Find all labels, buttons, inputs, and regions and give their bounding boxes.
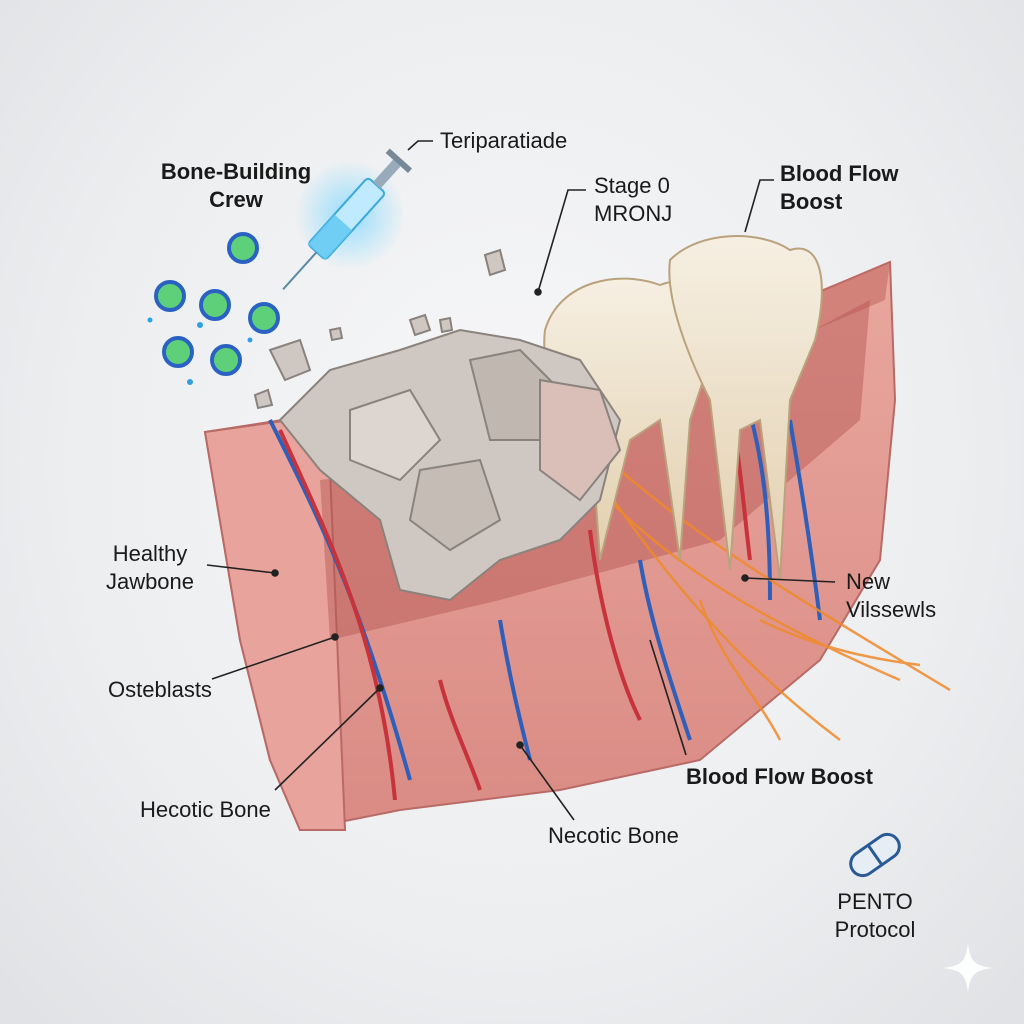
syringe-icon [282, 148, 413, 290]
osteoblast-cells [147, 232, 280, 385]
label-line: Jawbone [105, 569, 195, 594]
label-line: Crew [209, 187, 263, 212]
label-line: Bone-Building [160, 159, 312, 184]
label-line: Stage 0 [594, 173, 670, 198]
leader-lines [206, 140, 836, 821]
label-line: Vilssewls [846, 597, 937, 622]
sparkle-icon [944, 944, 992, 992]
pill-icon [849, 832, 901, 878]
label-new-vessels: New Vilssewls [846, 568, 936, 624]
necrotic-bone-rubble [253, 248, 622, 602]
label-necotic-bone: Necotic Bone [548, 823, 679, 848]
label-pento-protocol: PENTO Protocol [815, 888, 935, 944]
label-healthy-jawbone: Healthy Jawbone [90, 540, 210, 596]
label-blood-flow-boost-bottom: Blood Flow Boost [686, 764, 873, 789]
label-hecotic-bone: Hecotic Bone [140, 797, 271, 822]
label-bone-building-crew: Bone-Building Crew [136, 158, 336, 214]
label-line: New [846, 569, 891, 594]
label-line: Protocol [834, 917, 916, 942]
label-osteoblasts: Osteblasts [108, 677, 212, 702]
label-blood-flow-boost-top: Blood Flow Boost [780, 160, 899, 216]
molar-teeth [543, 235, 823, 581]
label-line: Blood Flow [780, 161, 899, 186]
label-line: Boost [780, 189, 843, 214]
label-stage-0-mronj: Stage 0 MRONJ [594, 172, 672, 228]
label-line: MRONJ [594, 201, 673, 226]
label-teriparatide: Teriparatiade [440, 128, 568, 153]
label-line: PENTO [837, 889, 913, 914]
label-line: Healthy [112, 541, 188, 566]
